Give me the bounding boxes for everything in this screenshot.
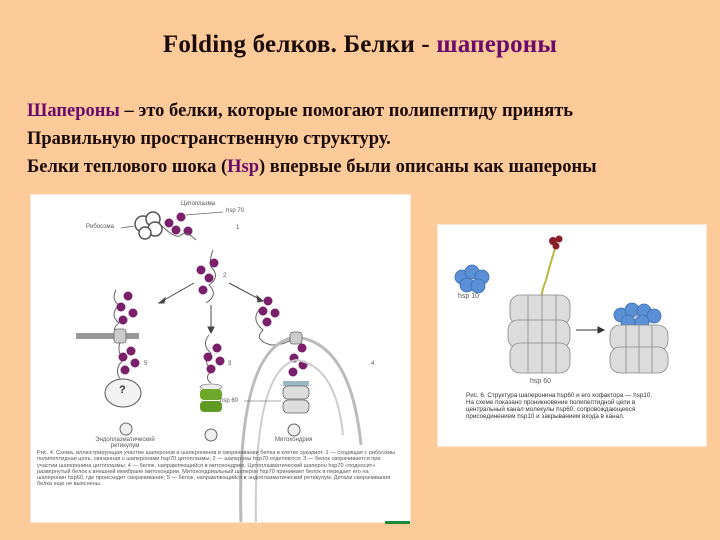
hsp10-icon <box>454 264 490 294</box>
er-membrane <box>76 333 139 339</box>
title-prefix: Folding белков. Белки - <box>162 31 437 58</box>
label-cytoplasm: Цитоплазма <box>181 201 216 207</box>
unknown-chaperone-mark: ? <box>119 384 126 396</box>
hsp70-right-icon <box>258 296 308 377</box>
folded-protein-icons <box>119 422 301 442</box>
body-line-1: Шапероны – это белки, которые помогают п… <box>27 97 707 125</box>
label-step-2: 2 <box>223 273 227 279</box>
slide-title: Folding белков. Белки - шапероны <box>0 31 720 59</box>
body-line-1-text: – это белки, которые помогают полипептид… <box>119 101 574 121</box>
body-line-2: Правильную пространственную структуру. <box>27 129 391 149</box>
folded-substrate-icon <box>549 235 563 250</box>
label-hsp60-right: hsp 60 <box>530 378 552 385</box>
term-hsp: Hsp <box>227 157 259 177</box>
hsp60-mito-icon <box>282 381 310 414</box>
transition-arrow <box>576 326 606 334</box>
label-er: Эндоплазматический ретикулум <box>95 437 155 449</box>
body-line-3-after: ) впервые были описаны как шапероны <box>259 157 597 177</box>
cytoplasmic-chaperonin-icon <box>199 383 223 412</box>
label-step-5: 5 <box>144 361 148 367</box>
label-step-1: 1 <box>236 225 240 231</box>
label-mitochondria: Митохондрия <box>275 437 313 443</box>
hsp60-structure-diagram <box>454 235 669 374</box>
body-line-3-before: Белки теплового шока ( <box>27 157 228 177</box>
label-hsp10: hsp 10 <box>458 293 480 300</box>
pathway-arrows <box>157 282 265 335</box>
figure-chaperone-pathways: Цитоплазма Рибосома hsp 70 1 2 3 4 5 hsp… <box>31 195 410 522</box>
er-chaperone-icon <box>104 378 142 408</box>
body-line-3: Белки теплового шока (Hsp) впервые были … <box>27 153 707 181</box>
label-step-4: 4 <box>371 361 375 367</box>
title-accent: шапероны <box>436 31 558 58</box>
term-chaperones: Шапероны <box>27 101 120 121</box>
figure-hsp60-structure: hsp 10 hsp 60 Рис. 6. Структура шаперони… <box>438 225 706 446</box>
label-step-3: 3 <box>228 361 232 367</box>
hsp70-left-icon <box>116 291 140 375</box>
hsp60-open-icon <box>507 294 571 374</box>
figure-left-caption: Рис. 4. Схема, иллюстрирующая участие ша… <box>37 450 396 488</box>
slide-navigation-marker <box>385 521 410 524</box>
body-text: Шапероны – это белки, которые помогают п… <box>27 97 707 181</box>
hsp60-closed-icon <box>609 324 669 374</box>
chaperone-pathways-diagram <box>76 211 363 522</box>
hsp70-center-icon <box>196 258 219 295</box>
label-hsp70: hsp 70 <box>226 208 245 214</box>
label-ribosome: Рибосома <box>86 224 114 230</box>
mitochondrial-membrane-inner <box>254 358 344 522</box>
figure-right-caption: Рис. 6. Структура шаперонина hsp60 и его… <box>466 392 653 421</box>
hsp70-middle-icon <box>203 343 225 374</box>
label-hsp60: hsp 60 <box>220 398 239 404</box>
ribosome-icon <box>134 211 163 240</box>
